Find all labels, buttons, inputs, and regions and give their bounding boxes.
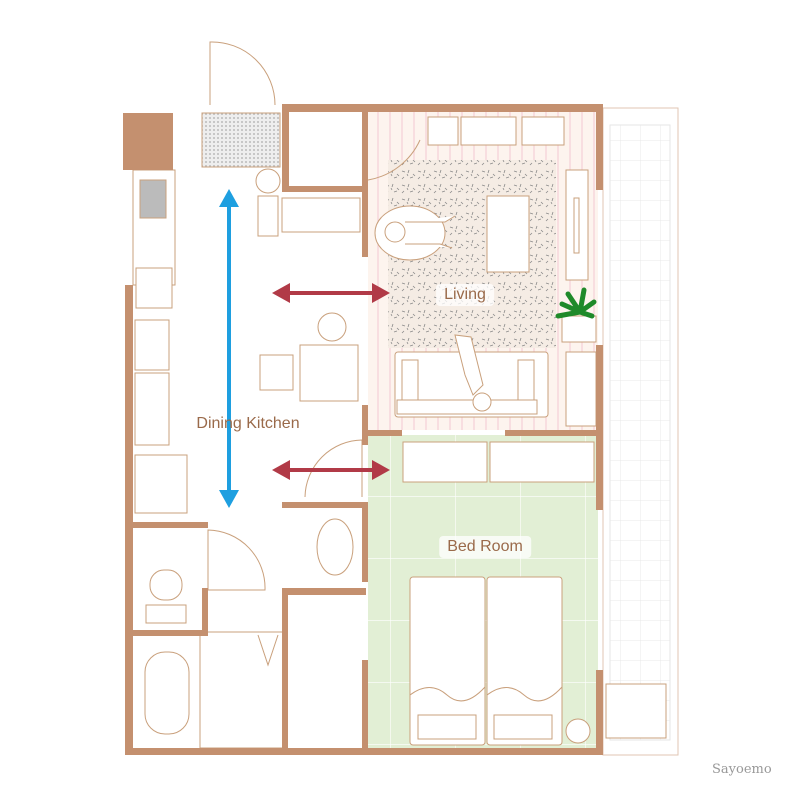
living-room — [367, 112, 598, 430]
kitchen-fixtures — [132, 168, 363, 514]
side-table — [565, 718, 591, 744]
room-label-living: Living — [436, 284, 494, 306]
dining-table — [299, 344, 359, 402]
tv-icon — [573, 197, 580, 254]
stove-icon — [139, 179, 167, 219]
sink-icon — [135, 267, 173, 309]
room-label-bed-room: Bed Room — [439, 536, 531, 558]
closet — [489, 441, 595, 483]
cabinet — [521, 116, 565, 146]
plant-icon — [555, 287, 597, 319]
door-marker — [257, 634, 279, 667]
entrance-floor — [201, 112, 281, 168]
coffee-table — [486, 195, 530, 273]
entrance-door — [209, 41, 276, 106]
cabinet — [427, 116, 459, 146]
bathroom — [144, 518, 354, 749]
cabinet — [460, 116, 517, 146]
flow-arrow-vertical — [219, 189, 239, 508]
bed-icon — [409, 576, 563, 746]
flow-arrow-bedroom — [272, 460, 390, 480]
chair — [317, 312, 347, 342]
fridge — [134, 454, 188, 514]
watermark: Sayoemo — [712, 762, 772, 777]
door-swing — [207, 529, 266, 591]
balcony — [602, 107, 679, 756]
flow-arrow-living — [272, 283, 390, 303]
toilet-icon — [149, 569, 183, 601]
shelf — [565, 351, 597, 427]
person-icon — [454, 334, 492, 412]
washbasin-icon — [316, 518, 354, 576]
tv-stand — [565, 169, 589, 281]
outdoor-unit — [605, 683, 667, 739]
walls — [123, 104, 603, 755]
closet — [402, 441, 488, 483]
bedroom — [368, 435, 598, 750]
room-label-dining-kitchen: Dining Kitchen — [196, 415, 300, 432]
bathtub-icon — [144, 651, 190, 735]
chair — [259, 354, 294, 391]
plant-stand — [561, 315, 597, 343]
armchair-person-icon — [374, 205, 456, 261]
door-swing — [367, 139, 421, 181]
